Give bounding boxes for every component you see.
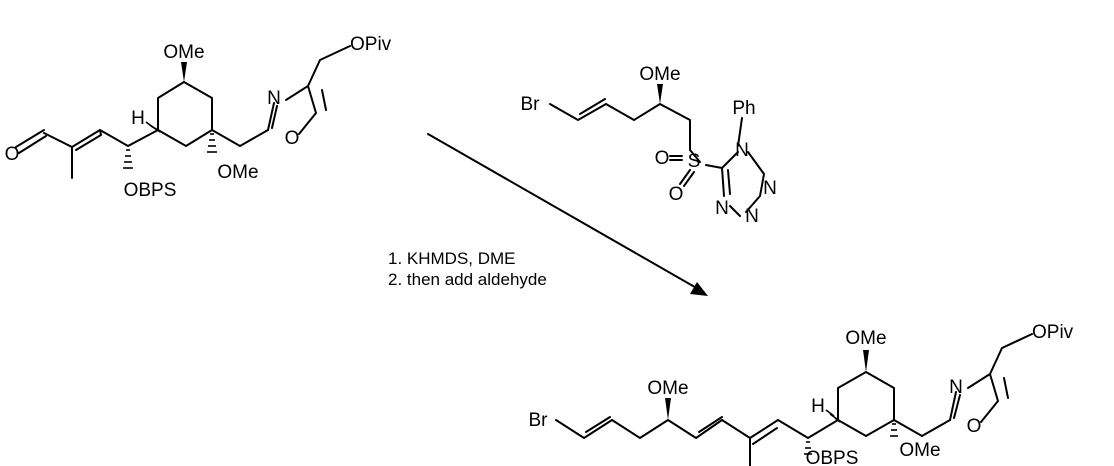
product-chain-bonds: [555, 416, 839, 466]
aldehyde-h-hash: [145, 121, 161, 133]
aldehyde-carbonyl-o-label: O: [5, 144, 20, 165]
aldehyde-obps-label: OBPS: [124, 180, 177, 201]
sulfone-o-upper-label: O: [655, 148, 670, 169]
aldehyde-oxazole-o-label: O: [285, 128, 300, 149]
product-chain-ome-label: OMe: [647, 378, 688, 399]
product-opiv-label: OPiv: [1032, 322, 1074, 343]
aldehyde-ome-bottom-label: OMe: [217, 162, 258, 183]
sulfone-ph-label: Ph: [732, 98, 755, 119]
product-ring-bonds: [837, 371, 895, 437]
sulfone-reagent: Br OMe Ph N O S O N N N: [521, 64, 777, 227]
sulfone-chain-bonds: [549, 98, 691, 151]
sulfone-ome-wedge: [657, 84, 663, 104]
product-oxazole-o-label: O: [967, 416, 982, 437]
sulfone-tetrazole-bonds: [721, 117, 765, 217]
sulfone-o-lower-label: O: [669, 184, 684, 205]
condition-step-2: 2. then add aldehyde: [388, 270, 547, 289]
aldehyde-quat-ome-hash: [207, 133, 217, 153]
product-ring-ome-label: OMe: [845, 328, 886, 349]
product-obps-hash: [804, 441, 812, 455]
sulfone-br-label: Br: [521, 94, 541, 115]
product-br-label: Br: [529, 410, 549, 431]
aldehyde-ome-top-label: OMe: [163, 42, 204, 63]
sulfone-tetrazole-n4-label: N: [745, 206, 759, 227]
aldehyde-ome-wedge: [181, 62, 187, 82]
aldehyde-carbonyl-bond: [15, 129, 47, 154]
aldehyde-ring-bonds: [157, 81, 213, 147]
aldehyde-h-label: H: [131, 108, 145, 129]
starting-aldehyde: OMe OPiv N O H O OMe OBPS: [5, 34, 392, 201]
product: OMe OPiv N O Br OMe H OMe OBPS: [529, 322, 1074, 466]
product-ch2-bond: [893, 419, 951, 437]
product-chain-ome-wedge: [665, 398, 671, 420]
product-ring-ome-wedge: [863, 350, 869, 372]
sulfone-s-label: S: [688, 151, 701, 172]
aldehyde-ch2-bond: [211, 129, 269, 147]
sulfone-s-bonds: [669, 149, 723, 187]
sulfone-ome-label: OMe: [639, 64, 680, 85]
sulfone-tetrazole-n2-label: N: [763, 178, 777, 199]
condition-step-1: 1. KHMDS, DME: [388, 249, 516, 268]
sulfone-tetrazole-n3-label: N: [715, 198, 729, 219]
product-oxazole-bonds: [949, 333, 1033, 423]
reaction-arrow: [427, 133, 708, 296]
product-ome-bottom-label: OMe: [899, 440, 940, 461]
aldehyde-opiv-label: OPiv: [350, 34, 392, 55]
aldehyde-obps-hash: [123, 149, 133, 169]
aldehyde-oxazole-bonds: [267, 45, 351, 135]
product-h-hash: [825, 409, 841, 423]
product-oxazole-n-label: N: [949, 377, 963, 398]
sulfone-tetrazole-n1-label: N: [735, 140, 749, 161]
product-h-label: H: [811, 396, 825, 417]
product-obps-label: OBPS: [806, 448, 859, 466]
product-quat-ome-hash: [890, 423, 898, 437]
aldehyde-chain-bonds: [43, 129, 159, 179]
aldehyde-oxazole-n-label: N: [267, 88, 281, 109]
